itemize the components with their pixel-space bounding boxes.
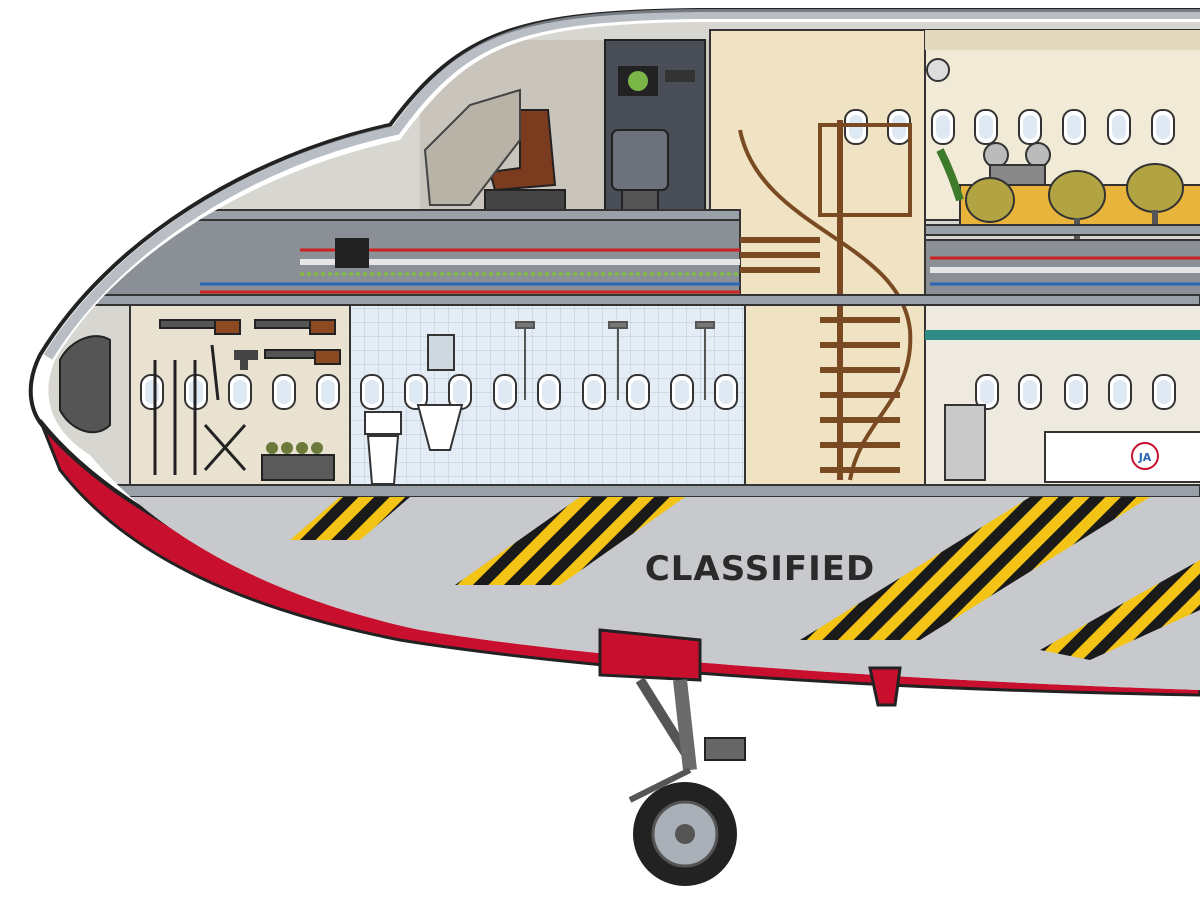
canopy-highlight <box>43 9 1200 360</box>
wheel-icon <box>633 782 737 886</box>
rifle-icon <box>264 349 341 365</box>
lounge-chair-icon <box>965 177 1015 223</box>
film-projector-icon <box>983 142 1051 186</box>
bathtub-icon: JA <box>1044 431 1200 483</box>
spear-icon <box>153 360 197 475</box>
rifle-icon <box>254 319 336 335</box>
sink-icon <box>416 334 464 451</box>
shower-icon <box>515 321 715 400</box>
bathroom-windows <box>360 374 738 410</box>
livery-emblem: JA <box>1138 451 1152 464</box>
landing-gear-icon <box>598 628 902 803</box>
pilot-seat-icon <box>484 109 566 213</box>
cargo-hold-label: CLASSIFIED <box>645 549 875 589</box>
pilot-seat-icon <box>611 129 669 213</box>
rifle-icon <box>159 319 241 335</box>
toilet-icon <box>364 411 402 485</box>
pistol-icon <box>234 350 258 370</box>
utility-deck <box>48 214 741 301</box>
security-camera-icon <box>926 58 950 82</box>
grenade-icon <box>261 442 335 481</box>
lounge-chair-icon <box>1126 163 1184 234</box>
piping <box>200 248 1200 294</box>
nose-cone <box>59 335 111 434</box>
axe-icon <box>203 344 247 471</box>
